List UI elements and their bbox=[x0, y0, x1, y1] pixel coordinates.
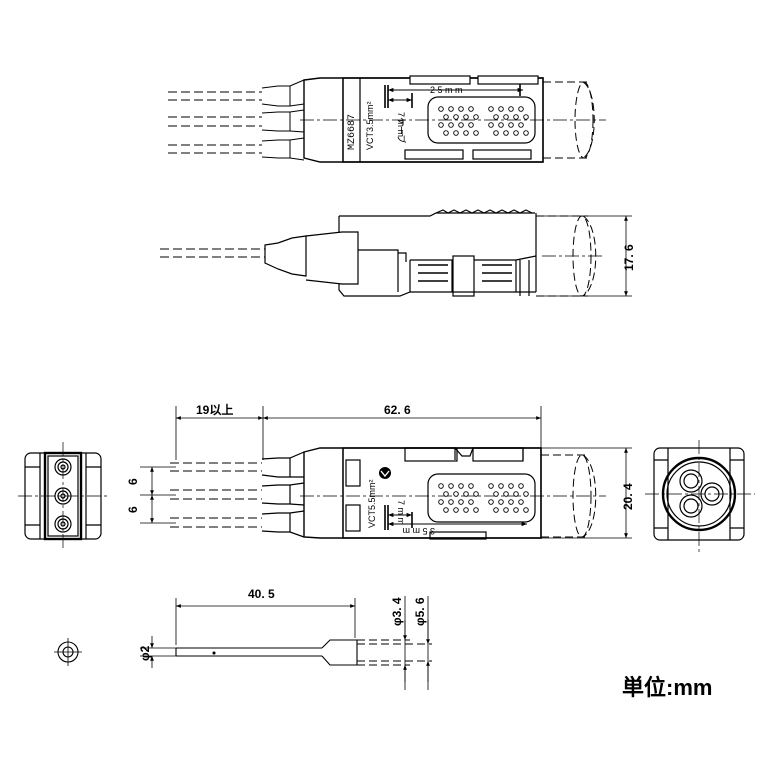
front-view-height-dim-20-4: 20. 4 bbox=[621, 483, 635, 510]
top-view-contact-dots bbox=[438, 106, 529, 136]
front-view-pitch-dim-6-upper: 6 bbox=[126, 478, 140, 485]
front-view-strip-35mm-label: 3 5 m m bbox=[402, 526, 435, 536]
top-view-cable-spec: VCT3.5mm² bbox=[365, 101, 375, 150]
top-view-wires bbox=[168, 79, 305, 161]
right-end-view bbox=[645, 440, 755, 552]
left-end-view bbox=[18, 442, 108, 548]
pin-length-dim-40-5: 40. 5 bbox=[248, 587, 275, 601]
front-view-cable-spec: VCT5.5mm² bbox=[367, 479, 377, 528]
top-view bbox=[168, 75, 606, 163]
front-view-length-dim-19: 19以上 bbox=[196, 402, 233, 417]
side-view-height-dimension: 17. 6 bbox=[622, 244, 636, 271]
top-view-kana-mark: ケーブ bbox=[396, 117, 407, 143]
top-view-model-number: MZ6687 bbox=[347, 114, 358, 150]
side-view bbox=[160, 209, 632, 297]
pin-diameter-phi3-4: φ3. 4 bbox=[390, 597, 404, 626]
front-view-logo-mark bbox=[379, 467, 391, 479]
front-view-strip-7mm-label: 7 m m bbox=[396, 500, 406, 525]
front-view bbox=[140, 406, 632, 540]
pin-end-symbol bbox=[54, 638, 82, 666]
pin-diameter-phi2: φ2 bbox=[138, 645, 152, 661]
front-view-contact-dots bbox=[438, 483, 529, 513]
top-view-strip-25mm-label: 2 5 m m bbox=[430, 85, 463, 95]
pin-diameter-phi5-6: φ5. 6 bbox=[413, 597, 427, 626]
front-view-length-dim-62-6: 62. 6 bbox=[384, 403, 411, 417]
top-view-strip-7mm-label: 7 m m bbox=[396, 112, 406, 137]
unit-label: 単位:mm bbox=[622, 675, 713, 700]
pin-detail bbox=[140, 596, 432, 690]
top-view-strip-gauge bbox=[384, 84, 523, 108]
front-view-pitch-dim-6-lower: 6 bbox=[126, 506, 140, 513]
